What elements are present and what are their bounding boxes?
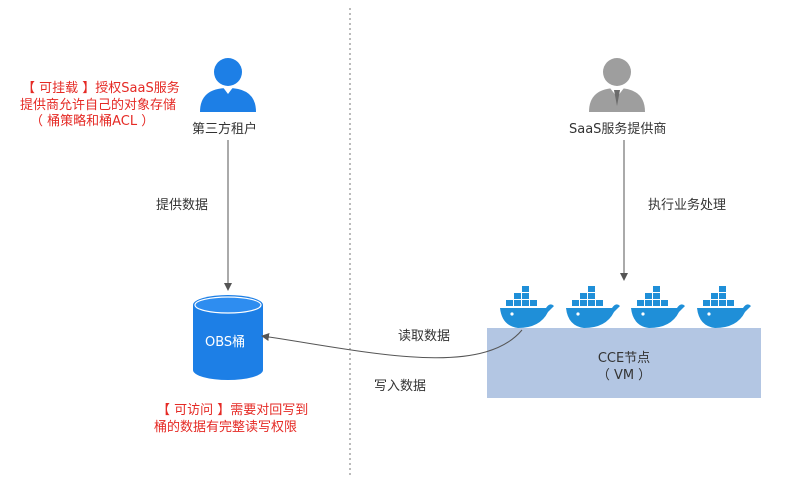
access-note-line1: 【 可访问 】需要对回写到	[157, 399, 308, 418]
read-write-arrow	[261, 329, 523, 359]
user-icon	[200, 58, 256, 112]
read-data-label: 读取数据	[398, 329, 451, 344]
mount-note-line2: 提供商允许自己的对象存储	[20, 98, 177, 113]
docker-whale-icon	[566, 286, 620, 328]
mount-note-line3: （ 桶策略和桶ACL ）	[30, 114, 155, 129]
bucket-label: OBS桶	[205, 335, 246, 350]
docker-whale-icon	[697, 286, 751, 328]
database-cylinder-icon	[193, 295, 263, 380]
cce-node-box	[487, 328, 761, 398]
provide-data-label: 提供数据	[156, 198, 209, 213]
node-label-line1: CCE节点	[597, 351, 651, 366]
access-note-bracket: 【 可访问 】	[157, 403, 231, 418]
business-user-icon	[589, 58, 645, 112]
node-label-line2: （ VM ）	[596, 368, 652, 383]
access-note-rest: 需要对回写到	[230, 403, 309, 418]
provider-label: SaaS服务提供商	[569, 122, 667, 137]
mount-note-bracket: 【 可挂载 】	[22, 81, 96, 96]
mount-note-rest: 授权SaaS服务	[95, 81, 180, 96]
process-label: 执行业务处理	[648, 198, 727, 213]
tenant-label: 第三方租户	[192, 122, 258, 137]
docker-whale-icon	[631, 286, 685, 328]
write-data-label: 写入数据	[374, 379, 427, 394]
docker-whale-icon	[500, 286, 554, 328]
mount-note-line1: 【 可挂载 】授权SaaS服务	[22, 77, 180, 96]
access-note-line2: 桶的数据有完整读写权限	[154, 420, 298, 435]
